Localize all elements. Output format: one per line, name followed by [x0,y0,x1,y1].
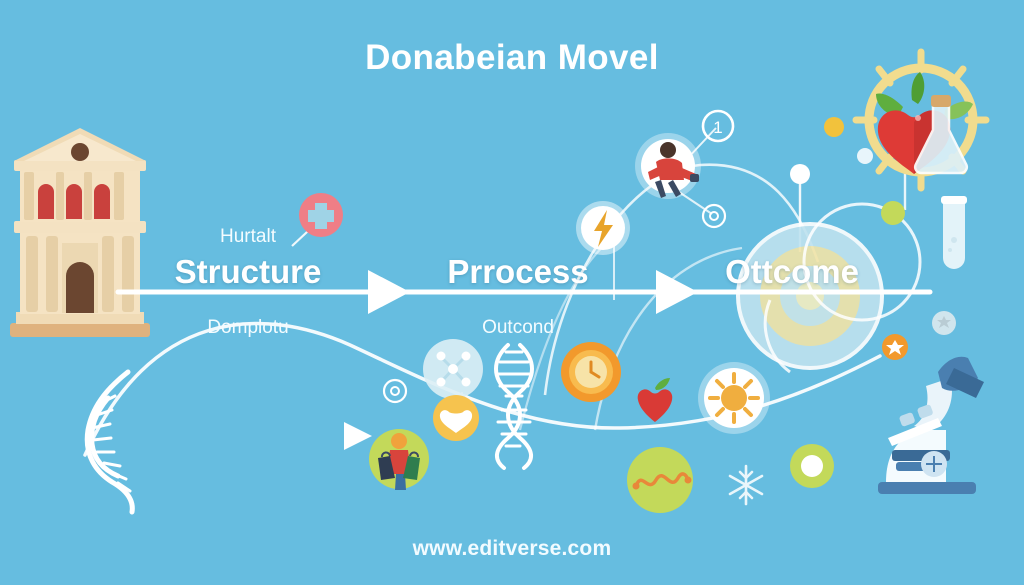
small-ring-badge-icon-left [382,378,408,404]
target-dot-icon [790,444,834,488]
pin-dot-icon [790,164,810,184]
shopping-person-icon [369,429,429,490]
white-dot-icon [857,148,873,164]
mid-arc-curve-2 [518,239,611,431]
heart-badge-icon [433,395,479,441]
step-number-badge: 1 [701,109,735,143]
medical-cross-badge-icon [299,193,343,237]
stage-structure-label: Structure [174,253,322,290]
small-orange-badge-icon [882,334,908,360]
stage-structure-above-label: Hurtalt [220,226,276,247]
molecule-icon [423,339,483,399]
running-person-icon [635,133,701,199]
stage-process: Prrocess Outcond [432,253,604,337]
apple-icon [637,378,673,422]
clock-sun-icon [561,342,621,402]
footer-url: www.editverse.com [412,537,612,560]
stage-process-label: Prrocess [447,253,589,290]
lime-dot-icon [881,201,905,225]
small-grey-badge-icon [932,311,956,335]
lime-dot-icon-2 [824,117,844,137]
page-title: Donabeian Movel [365,38,659,77]
step-badge-label: 1 [713,118,722,137]
arrow-structure-to-process [368,270,410,314]
lightning-bolt-icon [576,201,630,255]
stage-structure: Hurtalt Structure Domplotu [150,227,346,337]
waveform-pulse-icon [627,447,693,513]
snowflake-icon [728,464,764,506]
stage-structure-below-label: Domplotu [207,317,289,338]
sun-circle-icon [698,362,770,434]
arrow-process-to-outcome [656,270,698,314]
stage-outcome-label: Ottcome [725,253,859,290]
stage-process-below-label: Outcond [482,317,554,338]
arrow-lower-curve [344,422,372,450]
small-ring-badge-icon [701,203,727,229]
stage-outcome: Ottcome [697,255,887,288]
